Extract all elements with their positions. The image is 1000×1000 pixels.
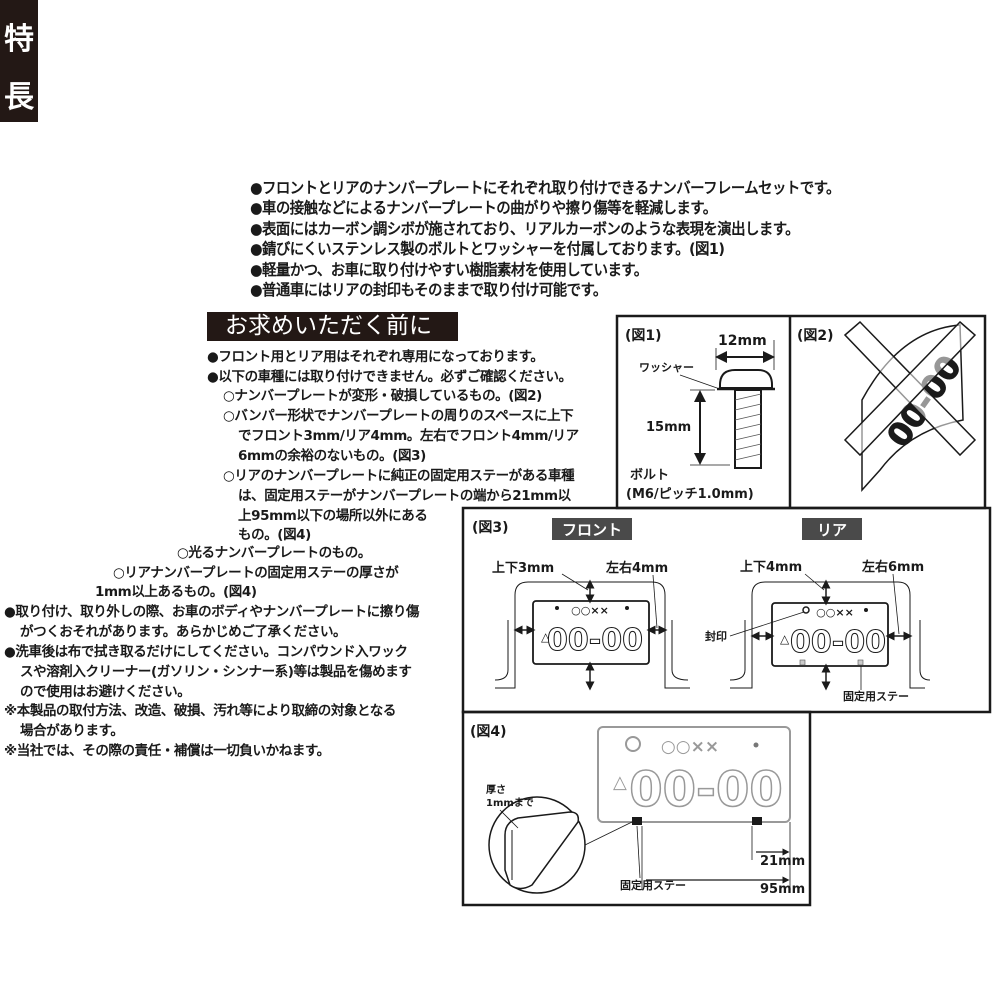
- stay-mark: [632, 817, 642, 825]
- feature-item: ●軽量かつ、お車に取り付けやすい樹脂素材を使用しています。: [250, 261, 648, 279]
- fig4-frame: [461, 710, 812, 907]
- fig1-length-label: 15mm: [646, 420, 691, 435]
- features-heading: 特 長: [0, 0, 38, 122]
- fig3-label: (図3): [472, 520, 509, 536]
- fig1-bolt-diagram: (図1) 12mm ワッシャー 15mm ボルト (M6/ピッチ1.0mm): [625, 328, 775, 502]
- precaution-line: ○リアナンバープレートの固定用ステーの厚さが: [113, 565, 399, 581]
- fig1-washer-label: ワッシャー: [639, 361, 694, 374]
- precaution-line: ○ナンバープレートが変形・破損しているもの。(図2): [223, 388, 542, 404]
- front-plate-diagram: ○○×× △ 00-00 上下3mm 左右4mm: [492, 560, 690, 691]
- seal-label: 封印: [705, 629, 727, 643]
- fig1-bolt-spec: (M6/ピッチ1.0mm): [626, 487, 754, 502]
- rear-vertical-clearance: 上下4mm: [740, 560, 802, 575]
- front-horizontal-clearance: 左右4mm: [606, 560, 668, 576]
- rear-plate-diagram: ○○×× △ 00-00 上下4mm 左右6mm 封印 固定用ステー: [705, 559, 931, 703]
- plate-region: ○○××: [816, 606, 854, 619]
- thickness-label: 厚さ: [486, 784, 506, 796]
- precaution-line: 上95mm以下の場所以外にある: [238, 508, 428, 524]
- fig3-front-title: フロント: [562, 521, 622, 539]
- fig1-bolt-label: ボルト: [630, 467, 669, 483]
- precaution-line: ●フロント用とリア用はそれぞれ専用になっております。: [207, 349, 544, 365]
- precaution-line: でフロント3mm/リア4mm。左右でフロント4mm/リア: [238, 428, 579, 444]
- fig1-label: (図1): [625, 328, 662, 344]
- features-heading-char: 長: [4, 80, 34, 115]
- fig2-deformed-plate: (図2) 00-00: [797, 320, 977, 492]
- precaution-line: は、固定用ステーがナンバープレートの端から21mm以: [238, 488, 571, 504]
- feature-item: ●表面にはカーボン調シボが施されており、リアルカーボンのような表現を演出します。: [250, 220, 800, 238]
- feature-item: ●錆びにくいステンレス製のボルトとワッシャーを付属しております。(図1): [250, 240, 725, 258]
- front-vertical-clearance: 上下3mm: [492, 561, 554, 576]
- precaution-warning: 場合があります。: [20, 723, 124, 739]
- precaution-warning: ※本製品の取付方法、改造、破損、汚れ等により取締の対象となる: [4, 703, 396, 719]
- feature-item: ●普通車にはリアの封印もそのままで取り付け可能です。: [250, 281, 607, 299]
- precautions-heading: お求めいただく前に: [207, 312, 458, 341]
- plate-number: 00-00: [629, 762, 783, 818]
- feature-item: ●フロントとリアのナンバープレートにそれぞれ取り付けできるナンバーフレームセット…: [250, 179, 840, 197]
- precaution-line: ので使用はお避けください。: [20, 684, 191, 700]
- plate-region: ○○××: [571, 604, 609, 617]
- plate-mark: △: [541, 630, 551, 644]
- plate-number: 00-00: [547, 623, 643, 658]
- plate-region: ○○××: [661, 737, 719, 757]
- precaution-line: ●洗車後は布で拭き取るだけにしてください。コンパウンド入ワック: [4, 644, 408, 660]
- fig2-label: (図2): [797, 328, 834, 344]
- fig4-min-distance: 21mm: [760, 854, 805, 869]
- precaution-line: ●以下の車種には取り付けできません。必ずご確認ください。: [207, 369, 572, 385]
- rear-horizontal-clearance: 左右6mm: [862, 559, 924, 575]
- thickness-value: 1mmまで: [486, 797, 534, 809]
- precaution-line: ○バンパー形状でナンバープレートの周りのスペースに上下: [223, 408, 574, 424]
- fig4-stay-label: 固定用ステー: [620, 878, 686, 892]
- prohibited-x-icon: [843, 320, 977, 457]
- precaution-line: ●取り付け、取り外しの際、お車のボディやナンバープレートに擦り傷: [4, 604, 420, 620]
- stay-label: 固定用ステー: [843, 689, 909, 703]
- features-heading-char: 特: [4, 22, 34, 57]
- precaution-line: 6mmの余裕のないもの。(図3): [238, 448, 426, 464]
- fig4-label: (図4): [470, 724, 507, 740]
- precaution-warning: ※当社では、その際の責任・補償は一切負いかねます。: [4, 743, 330, 759]
- precaution-line: ○リアのナンバープレートに純正の固定用ステーがある車種: [223, 468, 575, 484]
- precaution-line: がつくおそれがあります。あらかじめご了承ください。: [20, 624, 347, 640]
- fig1-width-label: 12mm: [718, 333, 767, 349]
- plate-mark: △: [613, 772, 627, 793]
- precaution-line: 1mm以上あるもの。(図4): [95, 584, 257, 600]
- precaution-line: ○光るナンバープレートのもの。: [177, 545, 371, 561]
- fig3-clearance-diagram: (図3) フロント リア ○○×× △ 00-00 上下3mm 左右4mm: [472, 518, 931, 703]
- feature-item: ●車の接触などによるナンバープレートの曲がりや擦り傷等を軽減します。: [250, 199, 717, 217]
- fig4-max-distance: 95mm: [760, 882, 805, 897]
- precaution-line: スや溶剤入クリーナー(ガソリン・シンナー系)等は製品を傷めます: [20, 664, 412, 680]
- fig3-rear-title: リア: [817, 521, 847, 539]
- plate-mark: △: [780, 632, 790, 646]
- precaution-line: もの。(図4): [238, 527, 311, 543]
- fig4-stay-diagram: (図4) ○○×× △ 00-00 21mm 95mm 固定用ステー 厚さ 1m…: [470, 724, 805, 897]
- stay-mark: [752, 817, 762, 825]
- plate-number: 00-00: [790, 625, 886, 660]
